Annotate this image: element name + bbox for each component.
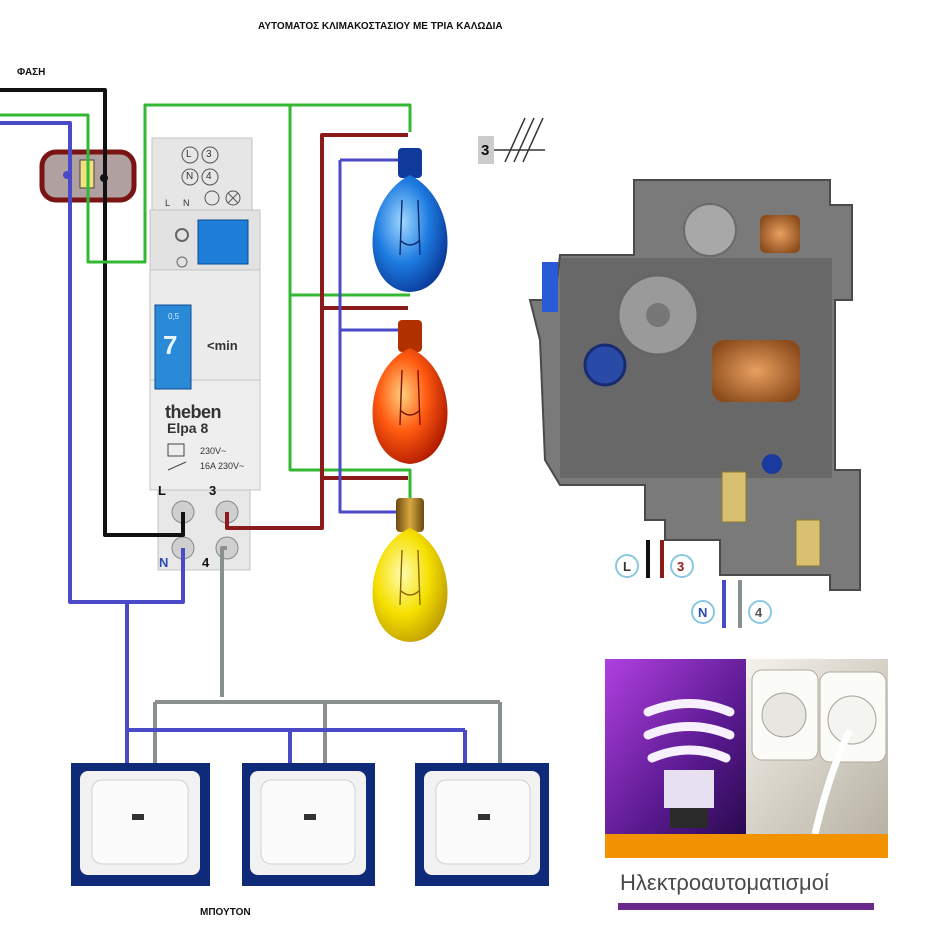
wires — [0, 88, 502, 772]
rating-current: 16A 230V~ — [200, 461, 245, 471]
rating-voltage: 230V~ — [200, 446, 227, 456]
plug-cable-icon — [811, 728, 854, 835]
lamp-yellow — [372, 498, 448, 642]
cable-symbol — [478, 117, 545, 164]
timer-device — [149, 137, 261, 571]
light-icon — [176, 256, 188, 268]
terminal-3-label: 3 — [209, 483, 217, 498]
face-symbol-L: L — [186, 149, 192, 160]
face-symbol-N: N — [186, 171, 194, 182]
pushbutton-1[interactable] — [71, 763, 210, 886]
dial-top-value: 0,5 — [168, 312, 180, 321]
time-unit: <min — [207, 338, 238, 353]
buttons-label: ΜΠΟΥΤΟΝ — [200, 907, 251, 918]
cable-count: 3 — [481, 142, 490, 159]
lamp-red — [372, 320, 448, 464]
pushbutton-2[interactable] — [242, 763, 375, 886]
photo-terminal-N: N — [698, 605, 708, 620]
rocker-button[interactable] — [197, 219, 249, 265]
terminal-N-label: N — [159, 555, 169, 570]
device-model: Elpa 8 — [167, 420, 209, 436]
photo-terminal-L: L — [623, 559, 631, 574]
device-internals-photo — [528, 179, 861, 628]
cfl-bulb-icon — [643, 699, 735, 763]
phase-label: ΦΑΣΗ — [17, 67, 46, 78]
terminal-L-label: L — [158, 483, 166, 498]
photo-terminal-4: 4 — [755, 605, 763, 620]
logo-banner — [605, 659, 888, 910]
time-dial[interactable] — [154, 304, 192, 390]
face-symbol-L2: L — [165, 198, 171, 208]
terminal-4-label: 4 — [202, 555, 210, 570]
time-value: 7 — [163, 330, 178, 360]
face-symbol-4: 4 — [206, 171, 212, 182]
diagram-title: ΑΥΤΟΜΑΤΟΣ ΚΛΙΜΑΚΟΣΤΑΣΙΟΥ ΜΕ ΤΡΙΑ ΚΑΛΩΔΙΑ — [258, 21, 503, 32]
indicator-icon — [175, 228, 189, 242]
device-brand: theben — [165, 402, 222, 422]
pushbutton-3[interactable] — [415, 763, 549, 886]
photo-terminal-3: 3 — [677, 559, 685, 574]
logo-text: Ηλεκτροαυτοματισμοί — [620, 870, 829, 895]
lamp-blue — [372, 148, 448, 292]
face-symbol-3: 3 — [206, 149, 212, 160]
face-symbol-N2: N — [183, 198, 190, 208]
